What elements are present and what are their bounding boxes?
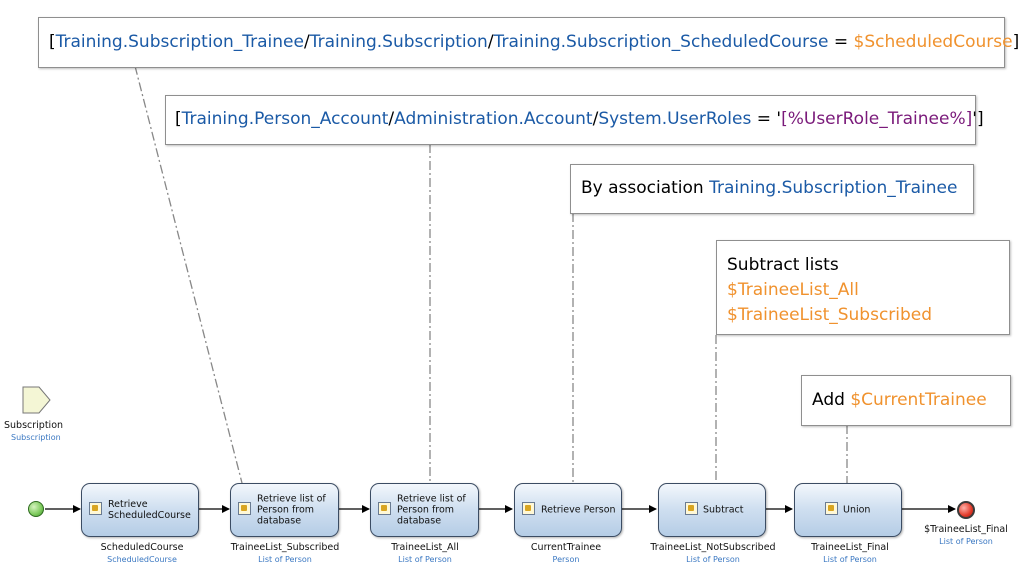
xpath-separator: /	[592, 109, 599, 129]
variable: $ScheduledCourse	[853, 32, 1013, 52]
xpath-part: Training.Person_Account	[181, 109, 389, 129]
operator: = '	[751, 109, 782, 129]
subtract-variable-2: $TraineeList_Subscribed	[727, 305, 933, 325]
output-variable: TraineeList_NotSubscribed	[650, 542, 776, 553]
activity-retrieve-scheduled-course[interactable]: Retrieve ScheduledCourse	[81, 483, 199, 537]
list-operation-icon	[685, 502, 698, 515]
output-type: List of Person	[823, 555, 877, 564]
output-variable: TraineeList_Subscribed	[230, 542, 340, 553]
output-type: List of Person	[686, 555, 740, 564]
list-operation-icon	[825, 502, 838, 515]
end-return-type: List of Person	[939, 537, 993, 546]
retrieve-icon	[89, 502, 102, 515]
activity-label: Union	[843, 504, 871, 516]
retrieve-icon	[522, 502, 535, 515]
annotation-scheduled-course-filter[interactable]: [Training.Subscription_Trainee/Training.…	[38, 17, 1019, 68]
parameter-shape	[22, 386, 51, 414]
subtract-variable-1: $TraineeList_All	[727, 280, 859, 300]
output-type: List of Person	[398, 555, 452, 564]
output-variable: ScheduledCourse	[100, 542, 184, 553]
annotation-add[interactable]: Add $CurrentTrainee	[801, 375, 1011, 426]
xpath-part: Administration.Account	[394, 109, 593, 129]
activity-retrieve-person[interactable]: Retrieve Person	[514, 483, 622, 537]
bracket: ']	[972, 109, 984, 129]
add-prefix: Add	[812, 390, 851, 410]
add-variable: $CurrentTrainee	[850, 390, 987, 410]
xpath-part: Training.Subscription_Trainee	[55, 32, 304, 52]
xpath-separator: /	[388, 109, 395, 129]
end-event[interactable]	[957, 501, 975, 519]
bracket: [	[49, 32, 56, 52]
xpath-part: System.UserRoles	[598, 109, 752, 129]
database-retrieve-icon	[378, 502, 391, 515]
operator: =	[828, 32, 854, 52]
activity-retrieve-subscribed[interactable]: Retrieve list of Person from database	[230, 483, 339, 537]
subtract-title: Subtract lists	[727, 255, 839, 275]
annotation-association[interactable]: By association Training.Subscription_Tra…	[570, 164, 974, 214]
activity-label: Retrieve ScheduledCourse	[108, 499, 191, 521]
output-variable: TraineeList_All	[391, 542, 459, 553]
parameter-type: Subscription	[11, 433, 61, 442]
output-type: ScheduledCourse	[107, 555, 177, 564]
activity-label: Retrieve list of Person from database	[257, 493, 326, 527]
association-path: Training.Subscription_Trainee	[709, 178, 958, 198]
xpath-part: Training.Subscription	[309, 32, 488, 52]
xpath-separator: /	[487, 32, 494, 52]
activity-label: Retrieve list of Person from database	[397, 493, 466, 527]
bracket: ]	[1012, 32, 1020, 52]
activity-retrieve-all[interactable]: Retrieve list of Person from database	[370, 483, 479, 537]
output-type: Person	[552, 555, 580, 564]
activity-label: Subtract	[703, 504, 744, 516]
end-return-value: $TraineeList_Final	[924, 524, 1008, 535]
database-retrieve-icon	[238, 502, 251, 515]
activity-union[interactable]: Union	[794, 483, 902, 537]
bracket: [	[175, 109, 182, 129]
output-variable: CurrentTrainee	[530, 542, 602, 553]
annotation-subtract[interactable]: Subtract lists $TraineeList_All $Trainee…	[716, 240, 1010, 335]
start-event[interactable]	[28, 501, 44, 517]
output-type: List of Person	[258, 555, 312, 564]
user-role-token: [%UserRole_Trainee%]	[781, 109, 973, 129]
parameter-name: Subscription	[4, 420, 64, 431]
output-variable: TraineeList_Final	[811, 542, 889, 553]
xpath-part: Training.Subscription_ScheduledCourse	[493, 32, 829, 52]
activity-label: Retrieve Person	[541, 504, 616, 516]
association-prefix: By association	[581, 178, 710, 198]
annotation-link-1	[134, 65, 243, 484]
xpath-separator: /	[303, 32, 310, 52]
activity-subtract[interactable]: Subtract	[658, 483, 766, 537]
annotation-user-role-filter[interactable]: [Training.Person_Account/Administration.…	[165, 95, 984, 145]
